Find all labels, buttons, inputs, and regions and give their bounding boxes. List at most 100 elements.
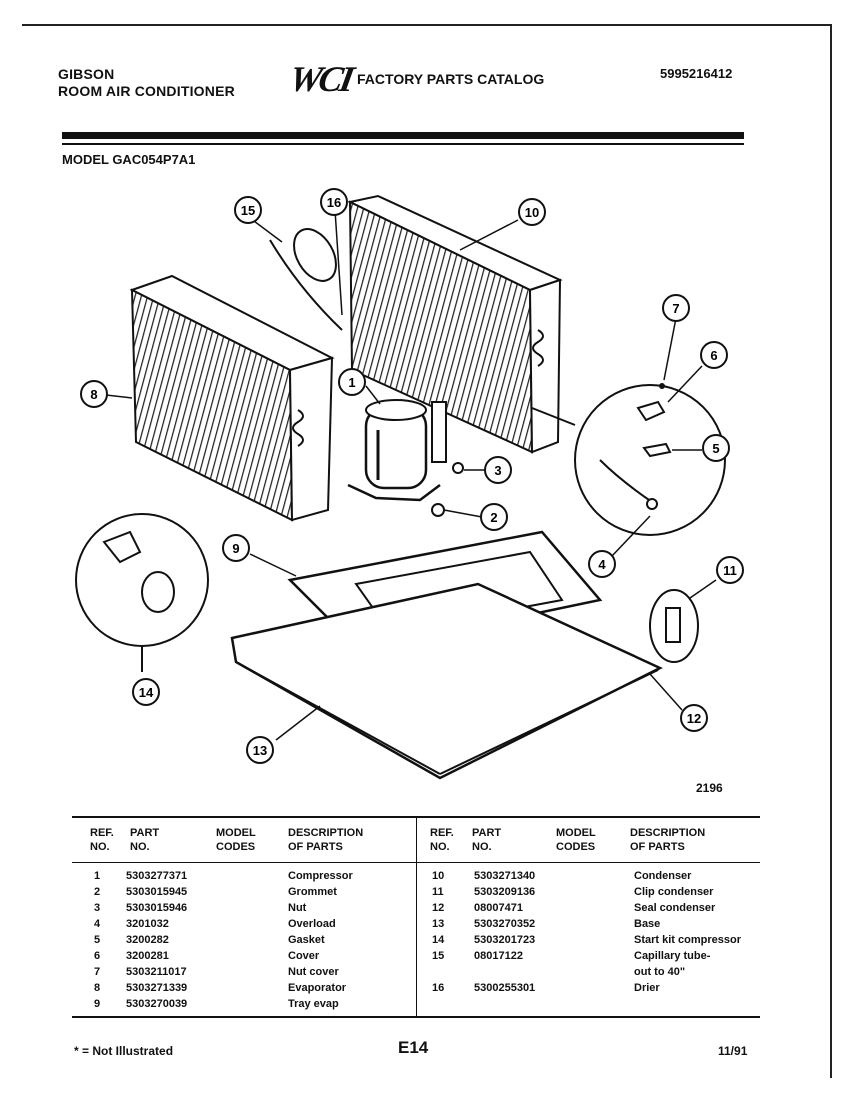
table-cell-ref: 10 — [432, 870, 445, 882]
table-cell-desc: Nut cover — [288, 966, 339, 978]
callout-15: 15 — [234, 196, 262, 224]
table-cell-part: 5303209136 — [474, 886, 536, 898]
header-ref-no: REF.NO. — [90, 827, 114, 853]
nut-drawing — [452, 462, 464, 474]
table-cell-desc: Nut — [288, 902, 307, 914]
page-code: E14 — [398, 1038, 429, 1057]
table-cell-part: 3200282 — [126, 934, 169, 946]
callout-7: 7 — [662, 294, 690, 322]
table-cell-desc: Clip condenser — [634, 886, 714, 898]
svg-text:12: 12 — [687, 711, 701, 726]
page-frame — [22, 24, 832, 1078]
model-number: MODEL GAC054P7A1 — [62, 152, 196, 167]
callout-11: 11 — [716, 556, 744, 584]
svg-text:5: 5 — [712, 441, 719, 456]
wci-logo: WCI — [286, 59, 355, 99]
svg-text:1: 1 — [348, 375, 355, 390]
svg-text:6: 6 — [710, 348, 717, 363]
table-cell-part: 5303270039 — [126, 998, 188, 1010]
table-cell-ref: 11 — [432, 886, 444, 898]
exploded-parts-diagram: 1 2 3 4 5 6 7 8 9 10 11 12 13 14 15 16 — [75, 188, 744, 780]
table-cell-ref: 5 — [94, 934, 101, 946]
table-cell-ref: 9 — [94, 998, 101, 1010]
table-cell-part: 5303015945 — [126, 886, 188, 898]
table-cell-part: 3201032 — [126, 918, 169, 930]
table-cell-part: 5303015946 — [126, 902, 188, 914]
figure-number: 2196 — [696, 781, 723, 795]
table-cell-desc: Seal condenser — [634, 902, 716, 914]
table-cell-ref: 7 — [94, 966, 101, 978]
table-cell-part: 5300255301 — [474, 982, 536, 994]
callout-3: 3 — [484, 456, 512, 484]
svg-text:16: 16 — [327, 195, 341, 210]
svg-text:10: 10 — [525, 205, 539, 220]
svg-text:8: 8 — [90, 387, 97, 402]
table-cell-desc: Capillary tube- — [634, 950, 711, 962]
table-cell-ref: 14 — [432, 934, 445, 946]
svg-text:4: 4 — [598, 557, 606, 572]
callout-14: 14 — [132, 678, 160, 706]
table-cell-ref: 8 — [94, 982, 101, 994]
start-kit-detail-drawing — [75, 513, 209, 672]
table-cell-part: 5303271339 — [126, 982, 188, 994]
table-cell-desc: out to 40" — [634, 966, 686, 978]
catalog-title: FACTORY PARTS CATALOG — [357, 71, 545, 87]
svg-text:15: 15 — [241, 203, 255, 218]
leader-lines — [105, 209, 717, 741]
callout-2: 2 — [480, 503, 508, 531]
header-rule-thin — [62, 143, 744, 145]
table-cell-desc: Compressor — [288, 870, 353, 882]
table-cell-ref: 3 — [94, 902, 101, 914]
callout-5: 5 — [702, 434, 730, 462]
brand-name: GIBSON — [58, 66, 115, 82]
callout-4: 4 — [588, 550, 616, 578]
header-ref-no: REF.NO. — [430, 827, 454, 853]
callout-6: 6 — [700, 341, 728, 369]
table-cell-ref: 1 — [94, 870, 101, 882]
svg-text:3: 3 — [494, 463, 501, 478]
revision-date: 11/91 — [718, 1044, 748, 1058]
callout-13: 13 — [246, 736, 274, 764]
callout-12: 12 — [680, 704, 708, 732]
base-pan-drawing — [230, 582, 663, 780]
table-cell-ref: 6 — [94, 950, 101, 962]
table-cell-ref: 13 — [432, 918, 445, 930]
callout-9: 9 — [222, 534, 250, 562]
table-cell-desc: Grommet — [288, 886, 337, 898]
callout-16: 16 — [320, 188, 348, 216]
condenser-coil-drawing — [346, 194, 563, 454]
svg-text:2: 2 — [490, 510, 497, 525]
table-cell-desc: Drier — [634, 982, 660, 994]
table-cell-desc: Gasket — [288, 934, 325, 946]
callout-8: 8 — [80, 380, 108, 408]
svg-text:13: 13 — [253, 743, 267, 758]
table-cell-desc: Cover — [288, 950, 320, 962]
table-cell-desc: Condenser — [634, 870, 692, 882]
product-line: ROOM AIR CONDITIONER — [58, 83, 235, 99]
overload-detail-drawing — [531, 383, 726, 536]
capillary-tube-drawing — [269, 228, 343, 331]
evaporator-coil-drawing — [129, 274, 335, 522]
clip-detail-drawing — [649, 589, 699, 663]
compressor-drawing — [347, 399, 447, 502]
table-cell-part: 5303201723 — [474, 934, 536, 946]
table-cell-part: 5303211017 — [126, 966, 187, 978]
svg-text:9: 9 — [232, 541, 239, 556]
catalog-number: 5995216412 — [660, 66, 733, 81]
table-center-divider — [416, 816, 417, 1016]
header-rule-thick — [62, 132, 744, 139]
callout-1: 1 — [338, 368, 366, 396]
table-cell-desc: Start kit compressor — [634, 934, 741, 946]
table-cell-part: 5303270352 — [474, 918, 536, 930]
table-cell-part: 3200281 — [126, 950, 169, 962]
callout-10: 10 — [518, 198, 546, 226]
